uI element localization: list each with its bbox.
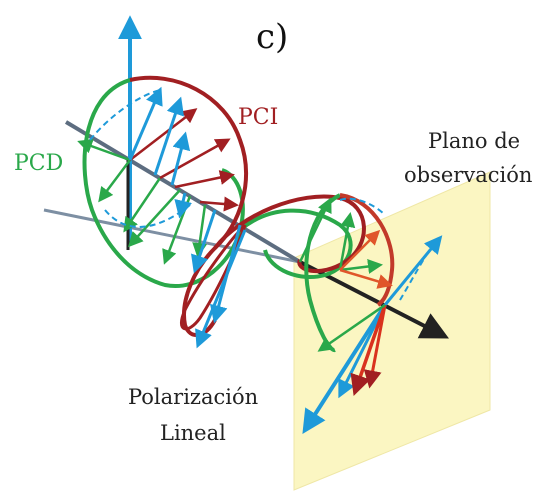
linear-label-line1: Polarización — [128, 385, 258, 409]
pci-helix-plane — [339, 193, 395, 307]
propagation-axis-back — [64, 120, 302, 264]
pcd-helix-back-loop — [238, 208, 353, 279]
plane-label-line2: observación — [404, 163, 532, 187]
plane-label-line1: Plano de — [428, 129, 520, 153]
propagation-axis-gray — [43, 208, 301, 264]
pcd-field-arrows — [77, 139, 208, 265]
linear-label-line2: Lineal — [160, 421, 226, 445]
observation-plane — [293, 171, 491, 491]
linear-dashed-traces — [89, 89, 439, 301]
pci-field-arrows — [129, 108, 239, 212]
pcd-label: PCD — [14, 151, 63, 176]
panel-label: c) — [256, 17, 288, 57]
pci-label: PCI — [238, 105, 278, 130]
linear-ellipse — [179, 223, 247, 331]
pci-helix-back-loop — [213, 194, 366, 274]
plane-field-arrows — [298, 197, 443, 435]
linear-field-arrows — [128, 86, 247, 349]
